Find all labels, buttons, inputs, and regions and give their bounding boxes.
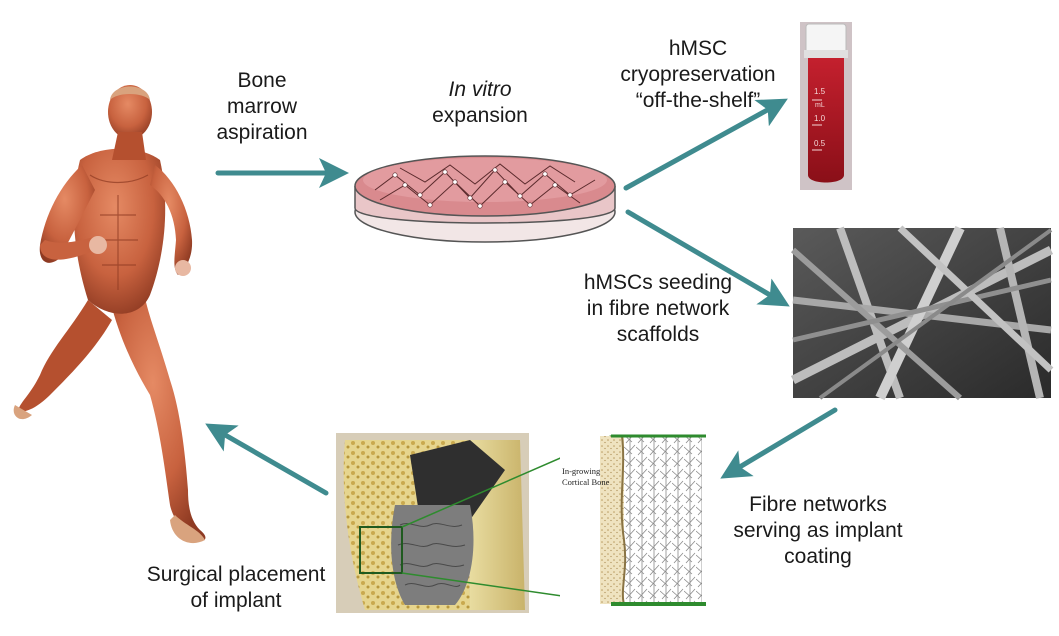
inset-caption-line-1: In-growing (562, 466, 601, 476)
inset-caption-line-2: Cortical Bone (562, 477, 610, 487)
zoom-box (359, 526, 403, 574)
coating-inset: In-growing Cortical Bone (560, 434, 710, 606)
vial-mark-ml: mL (815, 102, 825, 109)
flow-arrows (205, 98, 838, 496)
arrow-to-patient (205, 423, 329, 496)
vial-mark-0-5: 0.5 (814, 139, 826, 148)
petri-dish (354, 155, 616, 243)
label-in-vitro-expansion: In vitro expansion (432, 78, 528, 127)
implant-bone-illustration (336, 433, 529, 613)
label-bone-marrow-aspiration: Bone marrow aspiration (216, 69, 308, 144)
fibre-network-sem-image (790, 225, 1054, 401)
label-surgical-placement: Surgical placement of implant (146, 563, 326, 612)
anatomy-figure (13, 85, 206, 544)
arrow-to-cryovial (623, 98, 788, 191)
cryovial: 1.5 mL 1.0 0.5 (800, 22, 852, 190)
vial-mark-1-5: 1.5 (814, 87, 826, 96)
label-hmscs-seeding: hMSCs seeding in fibre network scaffolds (583, 271, 733, 346)
arrow-to-scaffold (625, 209, 790, 307)
vial-mark-1-0: 1.0 (814, 114, 826, 123)
label-fibre-networks-coating: Fibre networks serving as implant coatin… (733, 493, 903, 568)
label-hmsc-cryopreservation: hMSC cryopreservation “off-the-shelf” (620, 37, 776, 112)
arrow-to-coating (720, 407, 838, 479)
